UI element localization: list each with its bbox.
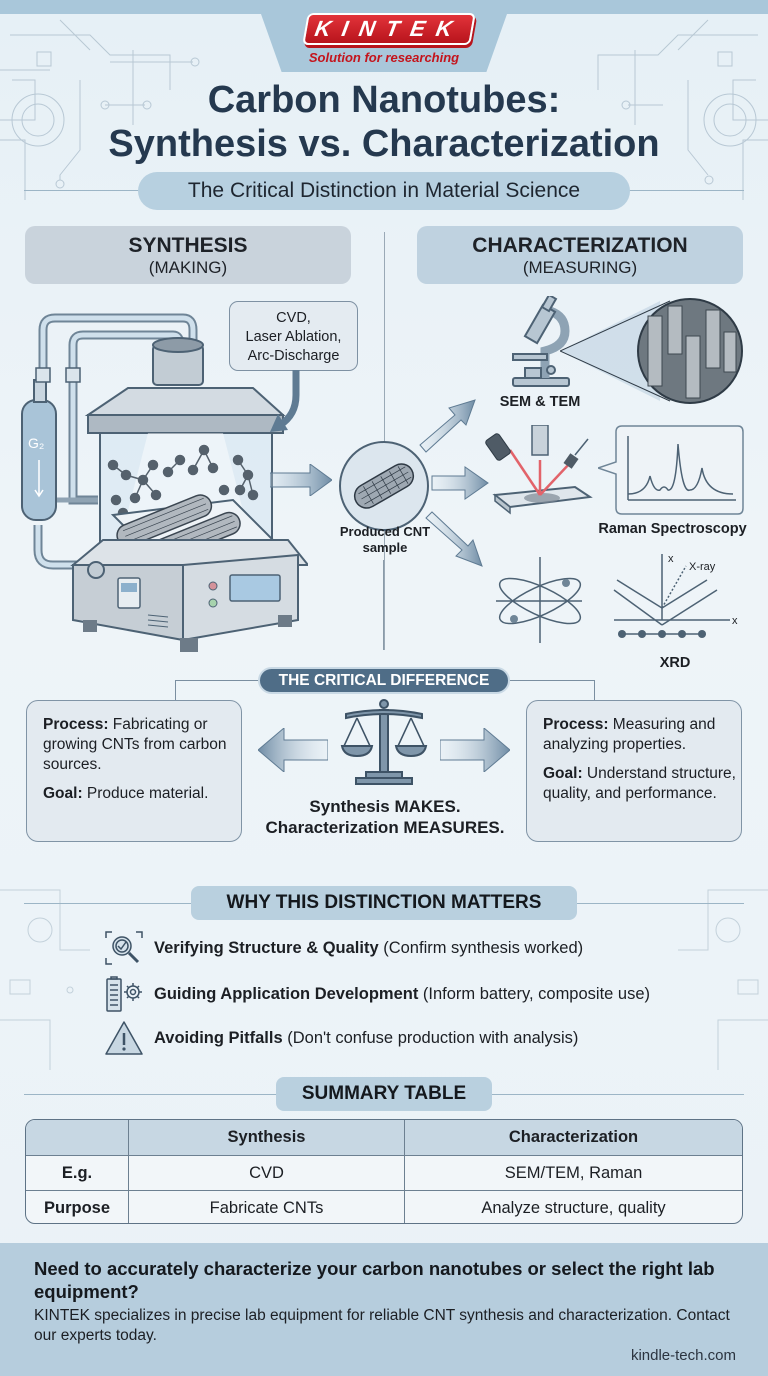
why-item-bold: Avoiding Pitfalls bbox=[154, 1028, 283, 1047]
laser-spectrometer-icon bbox=[485, 425, 593, 515]
synthesis-title: SYNTHESIS bbox=[128, 234, 248, 257]
battery-gear-icon bbox=[106, 976, 142, 1012]
table-row-label: E.g. bbox=[61, 1163, 93, 1182]
title-line-2: Synthesis vs. Characterization bbox=[108, 123, 660, 165]
synthesis-methods-callout: CVD, Laser Ablation, Arc-Discharge bbox=[229, 301, 358, 371]
table-header-cell: Synthesis bbox=[128, 1120, 404, 1155]
logo-text: KINTEK bbox=[312, 16, 466, 41]
xrd-label: XRD bbox=[659, 655, 691, 671]
why-item-verifying: Verifying Structure & Quality (Confirm s… bbox=[104, 930, 583, 966]
synthesis-heading: SYNTHESIS (MAKING) bbox=[25, 226, 351, 284]
characterization-title: CHARACTERIZATION bbox=[472, 234, 688, 257]
arrow-right-icon bbox=[270, 464, 332, 496]
goal-text: Produce material. bbox=[82, 785, 209, 802]
table-cell: CVD bbox=[128, 1156, 404, 1190]
sem-zoom-view-icon bbox=[560, 298, 743, 404]
method-arc-discharge: Arc-Discharge bbox=[247, 348, 340, 364]
why-item-rest: (Confirm synthesis worked) bbox=[378, 938, 584, 957]
sem-tem-label: SEM & TEM bbox=[499, 394, 581, 410]
summary-table: Synthesis Characterization E.g. CVD SEM/… bbox=[25, 1119, 743, 1224]
key-tagline: Synthesis MAKES. Characterization MEASUR… bbox=[240, 796, 530, 838]
process-label: Process: bbox=[543, 716, 609, 733]
synthesis-process: Process: Fabricating or growing CNTs fro… bbox=[43, 715, 241, 775]
characterization-goal: Goal: Understand structure, quality, and… bbox=[543, 764, 741, 804]
table-header-cell: Characterization bbox=[404, 1120, 742, 1155]
characterization-subtitle: (MEASURING) bbox=[522, 258, 638, 277]
xrd-x-axis-label: x bbox=[732, 615, 738, 627]
tagline-line-1: Synthesis MAKES. bbox=[309, 797, 461, 816]
characterization-process: Process: Measuring and analyzing propert… bbox=[543, 715, 741, 755]
cvd-reactor-illustration: G₂ bbox=[21, 313, 308, 652]
page-title: Carbon Nanotubes: Synthesis vs. Characte… bbox=[0, 78, 768, 166]
xrd-xray-label: X-ray bbox=[689, 561, 716, 573]
synthesis-subtitle: (MAKING) bbox=[148, 258, 228, 277]
why-item-bold: Verifying Structure & Quality bbox=[154, 938, 379, 957]
technique-arrows-icon bbox=[419, 399, 489, 567]
why-item-rest: (Inform battery, composite use) bbox=[418, 984, 651, 1003]
xray-diffraction-icon: x x X-ray bbox=[613, 553, 738, 638]
why-item-bold: Guiding Application Development bbox=[154, 984, 419, 1003]
website-link[interactable]: kindle-tech.com bbox=[630, 1347, 736, 1364]
arrow-left-icon bbox=[258, 728, 328, 772]
goal-text: Understand structure, quality, and perfo… bbox=[543, 765, 736, 802]
cta-description: KINTEK specializes in precise lab equipm… bbox=[34, 1307, 730, 1344]
why-item-guiding: Guiding Application Development (Inform … bbox=[104, 976, 650, 1012]
goal-label: Goal: bbox=[543, 765, 583, 782]
footer-cta: Need to accurately characterize your car… bbox=[0, 1243, 768, 1376]
synthesis-goal: Goal: Produce material. bbox=[43, 784, 241, 804]
logo-tagline: Solution for researching bbox=[308, 50, 460, 65]
sample-label-line-1: Produced CNT bbox=[339, 524, 431, 539]
table-cell: Fabricate CNTs bbox=[128, 1191, 404, 1223]
raman-spectroscopy-label: Raman Spectroscopy bbox=[598, 521, 747, 537]
kintek-logo[interactable]: KINTEK bbox=[302, 13, 476, 45]
summary-section-title: SUMMARY TABLE bbox=[276, 1077, 492, 1111]
cta-question: Need to accurately characterize your car… bbox=[34, 1258, 715, 1302]
characterization-summary-card: Process: Measuring and analyzing propert… bbox=[526, 700, 742, 842]
atom-orbit-icon bbox=[496, 557, 582, 643]
table-cell: Analyze structure, quality bbox=[404, 1191, 742, 1223]
why-item-avoiding: Avoiding Pitfalls (Don't confuse product… bbox=[104, 1020, 578, 1056]
process-text: Measuring and analyzing properties. bbox=[543, 716, 716, 753]
table-row-label: Purpose bbox=[43, 1198, 111, 1217]
xrd-y-axis-label: x bbox=[668, 553, 674, 565]
cnt-sample-icon bbox=[339, 441, 429, 531]
characterization-heading: CHARACTERIZATION (MEASURING) bbox=[417, 226, 743, 284]
column-divider bbox=[384, 232, 385, 650]
title-line-1: Carbon Nanotubes: bbox=[207, 79, 561, 121]
callout-curved-arrow-icon bbox=[270, 370, 300, 432]
table-row: Purpose Fabricate CNTs Analyze structure… bbox=[26, 1190, 742, 1223]
sample-label-line-2: sample bbox=[362, 540, 408, 555]
circuit-decoration-mid-right bbox=[678, 889, 768, 1070]
why-item-rest: (Don't confuse production with analysis) bbox=[282, 1028, 579, 1047]
process-text: Fabricating or growing CNTs from carbon … bbox=[43, 716, 227, 773]
gas-label: G₂ bbox=[28, 435, 44, 451]
why-item-text: Guiding Application Development (Inform … bbox=[154, 985, 650, 1004]
process-label: Process: bbox=[43, 716, 109, 733]
method-cvd: CVD, bbox=[276, 310, 311, 326]
why-item-text: Avoiding Pitfalls (Don't confuse product… bbox=[154, 1029, 578, 1048]
method-laser-ablation: Laser Ablation, bbox=[245, 329, 342, 345]
table-cell: SEM/TEM, Raman bbox=[404, 1156, 742, 1190]
why-item-text: Verifying Structure & Quality (Confirm s… bbox=[154, 939, 583, 958]
raman-spectrum-icon bbox=[598, 425, 744, 515]
produced-cnt-sample-label: Produced CNT sample bbox=[320, 524, 450, 556]
table-row: E.g. CVD SEM/TEM, Raman bbox=[26, 1155, 742, 1190]
circuit-decoration-mid-left bbox=[0, 889, 90, 1070]
subtitle-pill: The Critical Distinction in Material Sci… bbox=[138, 172, 630, 210]
tagline-line-2: Characterization MEASURES. bbox=[265, 818, 505, 837]
why-section-title: WHY THIS DISTINCTION MATTERS bbox=[191, 886, 577, 920]
table-header-cell bbox=[26, 1120, 128, 1155]
magnifier-check-icon bbox=[105, 931, 143, 965]
warning-icon bbox=[105, 1021, 143, 1055]
table-header-row: Synthesis Characterization bbox=[26, 1120, 742, 1155]
microscope-icon bbox=[512, 296, 570, 387]
arrow-right-icon bbox=[440, 728, 510, 772]
goal-label: Goal: bbox=[43, 785, 83, 802]
critical-difference-title: THE CRITICAL DIFFERENCE bbox=[258, 667, 510, 694]
sample-connector-line bbox=[383, 560, 384, 650]
synthesis-summary-card: Process: Fabricating or growing CNTs fro… bbox=[26, 700, 242, 842]
balance-scale-icon bbox=[340, 699, 428, 785]
